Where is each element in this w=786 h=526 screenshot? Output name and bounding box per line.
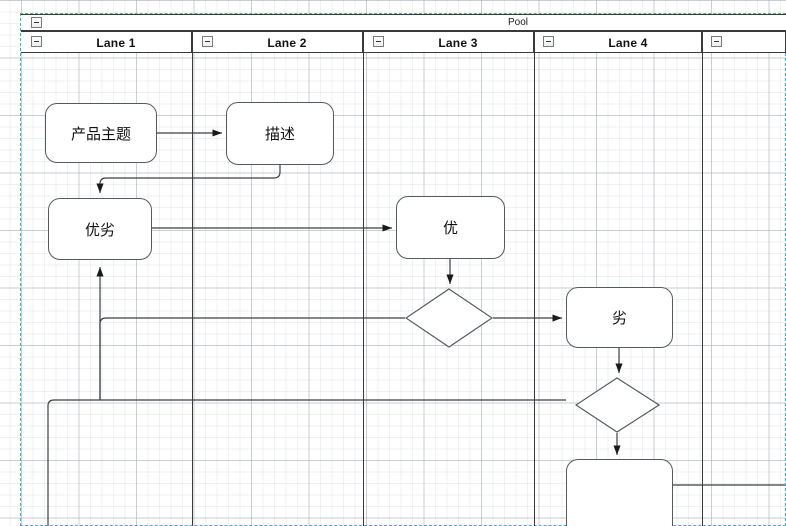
lane-header-1[interactable] (21, 31, 192, 53)
edge-n8-return (47, 399, 566, 526)
lane-4-collapse-icon[interactable] (543, 36, 554, 47)
lane-2-collapse-icon[interactable] (202, 36, 213, 47)
lane-divider-1 (192, 31, 193, 526)
edge-n5-n3-segment (99, 317, 405, 400)
task-node-pros-cons-label: 优劣 (84, 221, 115, 239)
lane-label-4: Lane 4 (608, 36, 648, 50)
task-node-pro-label: 优 (442, 220, 458, 237)
gateway-node-2[interactable] (574, 377, 661, 433)
task-node-description[interactable]: 描述 (226, 102, 334, 165)
lane-header-3[interactable] (363, 31, 534, 53)
lane-header-2[interactable] (192, 31, 363, 53)
lane-5-collapse-icon[interactable] (711, 36, 722, 47)
lane-divider-3 (534, 31, 535, 526)
task-node-pro[interactable]: 优 (396, 196, 505, 259)
task-node-description-label: 描述 (264, 126, 295, 143)
lane-label-1: Lane 1 (96, 36, 136, 50)
lane-divider-4 (702, 31, 703, 526)
lane-1-collapse-icon[interactable] (31, 36, 42, 47)
lane-divider-2 (363, 31, 364, 526)
task-node-con[interactable]: 劣 (566, 287, 673, 348)
edge-n2-n3 (96, 165, 281, 193)
task-node-pros-cons[interactable]: 优劣 (48, 198, 152, 260)
pool-title: Pool (507, 17, 528, 28)
pool-selection-outline (20, 13, 786, 526)
task-node-con-label: 劣 (611, 310, 627, 327)
task-node-product-theme[interactable]: 产品主题 (45, 103, 157, 163)
gateway-node-1[interactable] (404, 288, 494, 348)
pool-collapse-icon[interactable] (31, 17, 42, 28)
lane-header-4[interactable] (534, 31, 702, 53)
lane-3-collapse-icon[interactable] (373, 36, 384, 47)
lane-label-3: Lane 3 (438, 36, 478, 50)
task-node-unlabeled[interactable] (566, 459, 673, 526)
lane-label-2: Lane 2 (267, 36, 307, 50)
pool-header[interactable] (21, 14, 786, 31)
task-node-product-theme-label: 产品主题 (70, 125, 131, 143)
